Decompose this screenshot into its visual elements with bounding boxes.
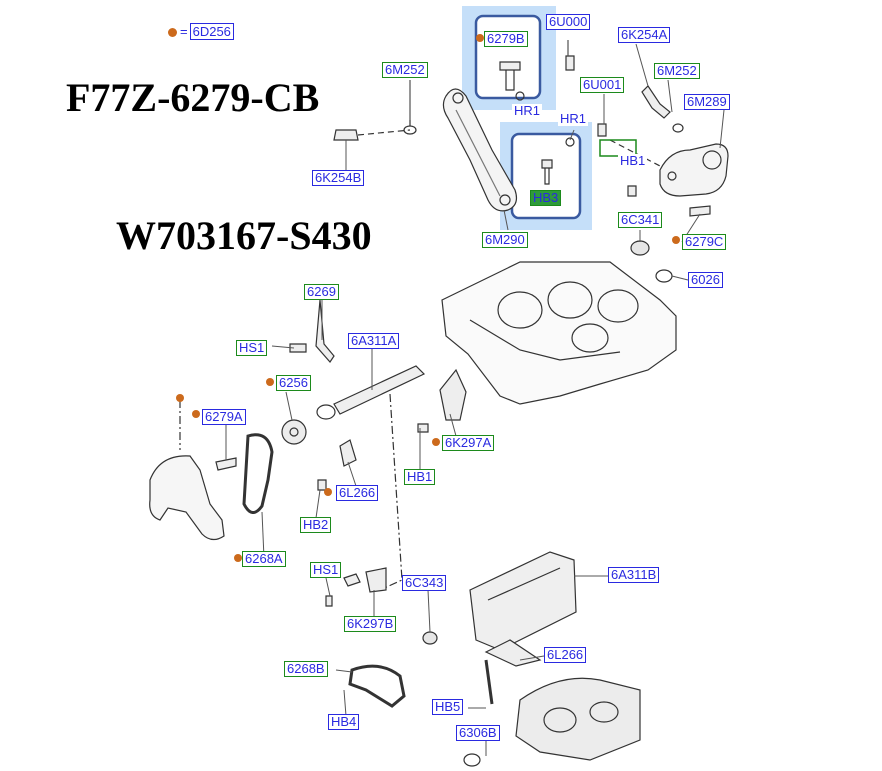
callout-label[interactable]: 6268B <box>284 661 328 677</box>
callout-label[interactable]: 6M290 <box>482 232 528 248</box>
crankshaft <box>515 677 641 761</box>
callout-label[interactable]: HB1 <box>618 153 648 168</box>
legend-symbol: = <box>180 24 188 39</box>
callout-label[interactable]: 6C341 <box>618 212 663 228</box>
callout-label[interactable]: 6K297A <box>442 435 495 451</box>
callout-label[interactable]: 6256 <box>276 375 311 391</box>
part-number-secondary: W703167-S430 <box>116 213 372 258</box>
callout-label[interactable]: HB3 <box>530 190 562 206</box>
highlight-region-upper <box>462 6 556 110</box>
callout-label[interactable]: HR1 <box>558 111 589 126</box>
callout-label[interactable]: 6269 <box>304 284 339 300</box>
timing-chain-upper <box>242 433 274 514</box>
callout-label[interactable]: HS1 <box>310 562 342 578</box>
callout-label[interactable]: 6K254B <box>312 170 365 186</box>
callout-label[interactable]: 6A311A <box>348 333 400 349</box>
callout-label[interactable]: 6K297B <box>344 616 397 632</box>
callout-label[interactable]: 6026 <box>688 272 723 288</box>
orange-marker <box>324 488 332 496</box>
callout-label[interactable]: HB1 <box>404 469 436 485</box>
callout-label[interactable]: HB5 <box>432 699 464 715</box>
legend-label: 6D256 <box>189 23 234 40</box>
upper-tensioner-arm <box>442 88 518 212</box>
callout-label[interactable]: HB2 <box>300 517 332 533</box>
callout-label[interactable]: 6306B <box>456 725 500 741</box>
hydraulic-tensioner <box>659 143 729 197</box>
callout-label[interactable]: 6A311B <box>608 567 660 583</box>
callout-label[interactable]: 6268A <box>242 551 286 567</box>
callout-label[interactable]: 6K254A <box>618 27 671 43</box>
callout-label[interactable]: HS1 <box>236 340 268 356</box>
callout-label[interactable]: 6279A <box>202 409 246 425</box>
callout-label[interactable]: 6L266 <box>336 485 379 501</box>
callout-label[interactable]: 6M252 <box>654 63 700 79</box>
orange-marker <box>672 236 680 244</box>
timing-chain-lower <box>348 664 406 708</box>
part-number-primary: F77Z-6279-CB <box>66 75 320 120</box>
callout-label[interactable]: 6L266 <box>544 647 587 663</box>
camshaft-upper <box>333 365 426 415</box>
callout-label[interactable]: 6279C <box>682 234 727 250</box>
callout-label[interactable]: 6C343 <box>402 575 447 591</box>
highlight-region-lower <box>500 122 592 230</box>
callout-label[interactable]: 6M289 <box>684 94 730 110</box>
callout-label[interactable]: 6279B <box>484 31 528 47</box>
front-cover <box>149 455 225 541</box>
orange-marker <box>266 378 274 386</box>
callout-label[interactable]: 6M252 <box>382 62 428 78</box>
engine-block <box>441 261 677 405</box>
orange-marker <box>476 34 484 42</box>
orange-dot-icon <box>168 28 177 38</box>
orange-marker <box>234 554 242 562</box>
orange-marker <box>192 410 200 418</box>
orange-marker <box>176 394 184 402</box>
orange-marker <box>432 438 440 446</box>
callout-label[interactable]: 6U000 <box>546 14 591 30</box>
legend: =6D256 <box>168 23 234 40</box>
callout-label[interactable]: HB4 <box>328 714 360 730</box>
callout-label[interactable]: 6U001 <box>580 77 625 93</box>
callout-label[interactable]: HR1 <box>512 103 543 118</box>
camshaft-lower <box>469 551 577 651</box>
